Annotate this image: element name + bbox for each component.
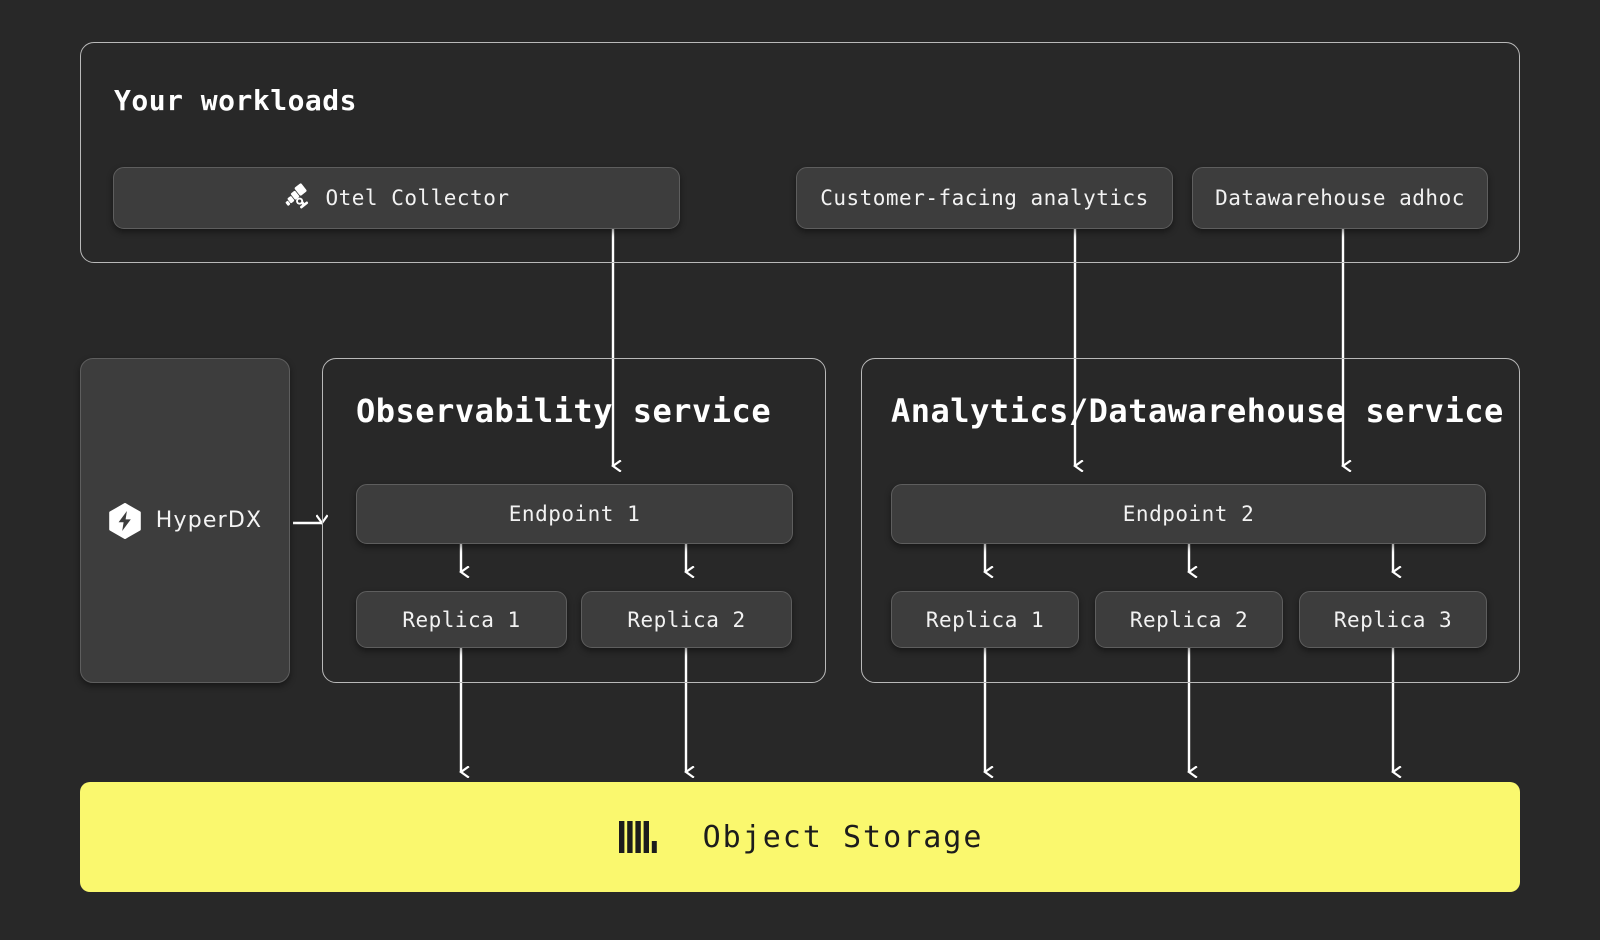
- observability-replica-1-label: Replica 1: [402, 607, 521, 632]
- clickhouse-bars-icon: [617, 817, 657, 857]
- observability-replica-1-box[interactable]: Replica 1: [356, 591, 567, 648]
- observability-service-title: Observability service: [356, 392, 772, 430]
- hyperdx-label: HyperDX: [155, 508, 263, 533]
- analytics-replica-3-label: Replica 3: [1333, 607, 1453, 632]
- analytics-service-card: [861, 358, 1520, 683]
- hyperdx-box[interactable]: HyperDX: [80, 358, 290, 683]
- customer-facing-analytics-label: Customer-facing analytics: [820, 186, 1149, 210]
- object-storage-bar[interactable]: Object Storage: [80, 782, 1520, 892]
- hyperdx-hexagon-bolt-icon: [108, 502, 142, 539]
- workloads-title: Your workloads: [114, 84, 358, 117]
- observability-replica-2-box[interactable]: Replica 2: [581, 591, 792, 648]
- datawarehouse-adhoc-label: Datawarehouse adhoc: [1215, 186, 1465, 210]
- endpoint-2-label: Endpoint 2: [1122, 502, 1255, 526]
- analytics-replica-3-box[interactable]: Replica 3: [1299, 591, 1487, 648]
- endpoint-1-box[interactable]: Endpoint 1: [356, 484, 793, 544]
- datawarehouse-adhoc-box[interactable]: Datawarehouse adhoc: [1192, 167, 1488, 229]
- observability-replica-2-label: Replica 2: [627, 607, 746, 632]
- analytics-service-title: Analytics/Datawarehouse service: [891, 392, 1504, 430]
- endpoint-1-label: Endpoint 1: [508, 502, 641, 526]
- endpoint-2-box[interactable]: Endpoint 2: [891, 484, 1486, 544]
- otel-collector-label: Otel Collector: [325, 186, 510, 210]
- workloads-group-card: [80, 42, 1520, 263]
- analytics-replica-2-box[interactable]: Replica 2: [1095, 591, 1283, 648]
- customer-facing-analytics-box[interactable]: Customer-facing analytics: [796, 167, 1173, 229]
- observability-service-card: [322, 358, 826, 683]
- otel-collector-box[interactable]: Otel Collector: [113, 167, 680, 229]
- analytics-replica-1-box[interactable]: Replica 1: [891, 591, 1079, 648]
- otel-telescope-icon: [283, 182, 315, 214]
- analytics-replica-1-label: Replica 1: [925, 607, 1045, 632]
- analytics-replica-2-label: Replica 2: [1129, 607, 1249, 632]
- object-storage-label: Object Storage: [702, 819, 984, 855]
